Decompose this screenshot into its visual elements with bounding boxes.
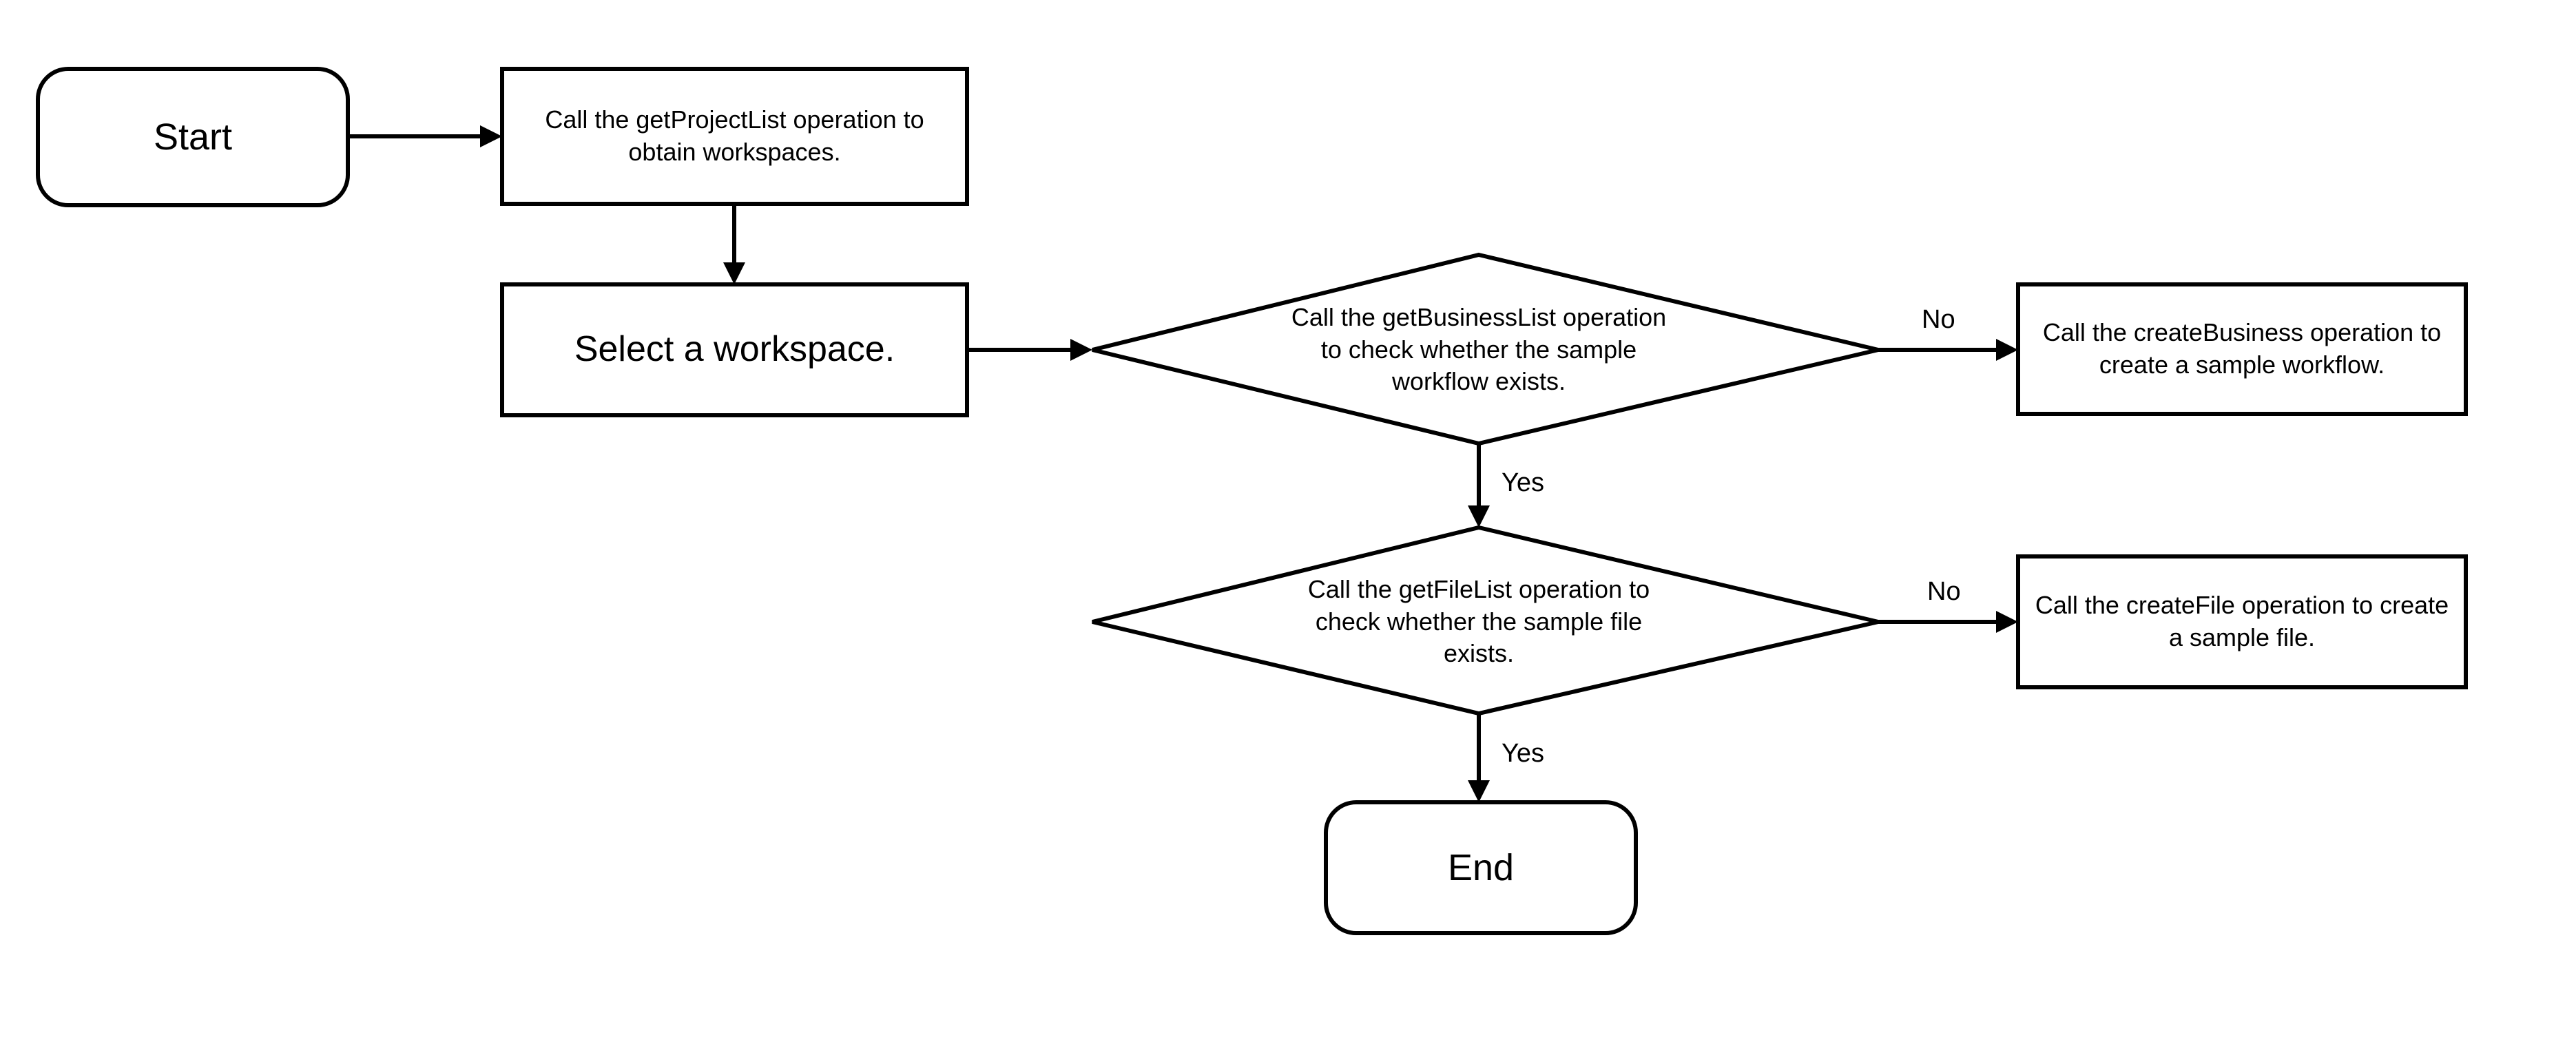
arrowhead-get-project-list-to-select-workspace [723,262,745,284]
arrowhead-check-file-yes-to-end [1468,780,1490,802]
node-end-shape[interactable] [1324,800,1638,935]
node-start-shape[interactable] [36,67,350,207]
node-check-file-shape[interactable] [1092,525,1879,716]
arrowhead-check-business-no-to-create-business [1996,339,2018,361]
node-select-workspace-shape[interactable] [500,282,969,417]
node-create-file-shape[interactable] [2016,554,2468,689]
node-get-project-list-shape[interactable] [500,67,969,206]
arrowhead-select-workspace-to-check-business [1070,339,1092,361]
arrowhead-check-file-no-to-create-file [1996,611,2018,633]
node-create-business-shape[interactable] [2016,282,2468,416]
arrowhead-start-to-get-project-list [480,125,502,147]
arrowhead-check-business-yes-to-check-file [1468,505,1490,528]
node-check-business-shape[interactable] [1092,252,1879,446]
